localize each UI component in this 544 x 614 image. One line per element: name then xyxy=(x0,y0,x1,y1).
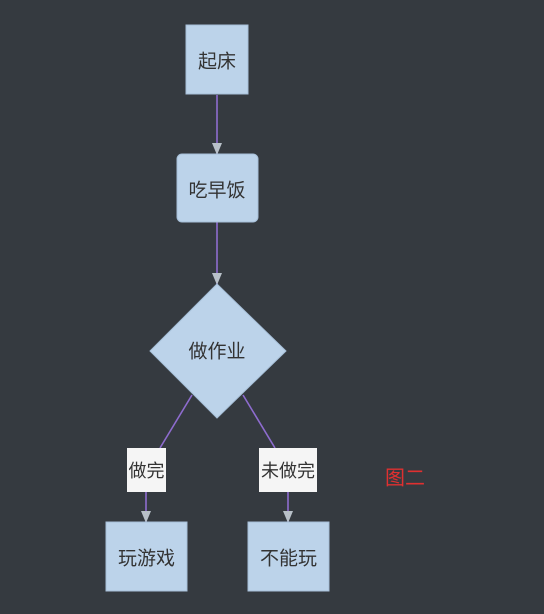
edge-homework-to-done-label xyxy=(159,394,193,449)
node-play-label: 玩游戏 xyxy=(118,548,175,570)
edge-label-done: 做完 xyxy=(127,448,166,492)
node-get-up[interactable]: 起床 xyxy=(185,24,249,95)
node-play[interactable]: 玩游戏 xyxy=(105,521,188,592)
node-no-play-label: 不能玩 xyxy=(260,548,317,570)
node-no-play[interactable]: 不能玩 xyxy=(247,521,330,592)
edges xyxy=(141,95,293,523)
edge-label-not-done: 未做完 xyxy=(259,448,317,492)
edge-label-not-done-text: 未做完 xyxy=(261,461,315,482)
decision-homework-label: 做作业 xyxy=(188,341,245,363)
node-breakfast-label: 吃早饭 xyxy=(188,180,245,202)
edge-homework-to-not-done-label xyxy=(242,394,276,449)
decision-homework[interactable]: 做作业 xyxy=(149,283,287,419)
node-get-up-label: 起床 xyxy=(198,51,236,73)
edge-label-done-text: 做完 xyxy=(129,461,165,482)
node-breakfast[interactable]: 吃早饭 xyxy=(176,153,259,223)
figure-caption: 图二 xyxy=(385,466,425,490)
